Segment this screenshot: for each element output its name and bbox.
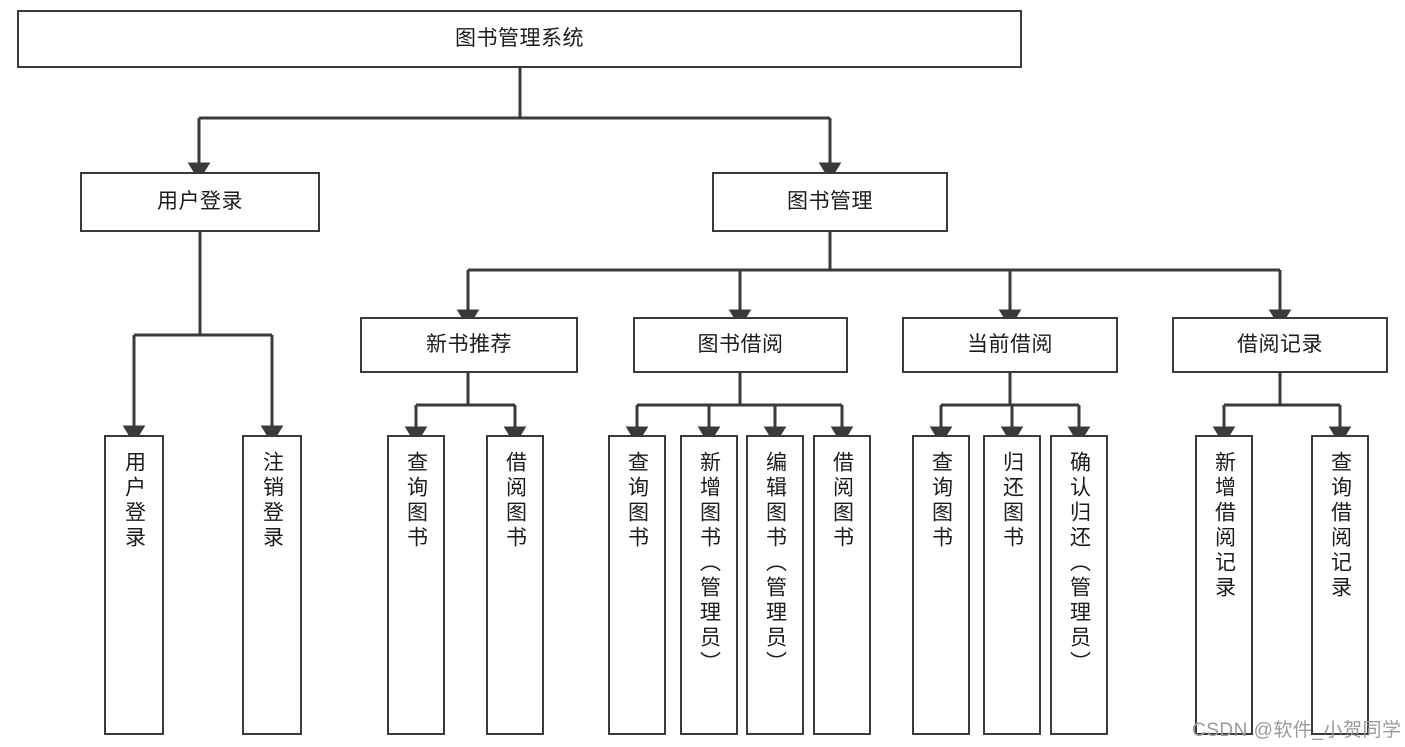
leaf-user-login-login[interactable]: 用户登录 xyxy=(104,435,164,735)
node-new-book-recommendation[interactable]: 新书推荐 xyxy=(360,317,578,373)
node-label: 借阅图书 xyxy=(830,451,854,551)
node-label: 借阅图书 xyxy=(503,451,527,551)
node-label: 用户登录 xyxy=(122,451,146,551)
node-label: 编辑图书（管理员） xyxy=(763,451,787,676)
leaf-book-borrow-edit-book-admin[interactable]: 编辑图书（管理员） xyxy=(746,435,804,735)
leaf-book-borrow-borrow-book[interactable]: 借阅图书 xyxy=(813,435,871,735)
node-book-management[interactable]: 图书管理 xyxy=(712,172,948,232)
node-label: 用户登录 xyxy=(157,189,243,213)
node-label: 注销登录 xyxy=(260,451,284,551)
leaf-book-borrow-add-book-admin[interactable]: 新增图书（管理员） xyxy=(680,435,738,735)
node-label: 新增借阅记录 xyxy=(1212,451,1236,601)
node-borrowing-records[interactable]: 借阅记录 xyxy=(1172,317,1388,373)
node-label: 查询借阅记录 xyxy=(1328,451,1352,601)
node-label: 查询图书 xyxy=(404,451,428,551)
node-label: 当前借阅 xyxy=(967,332,1053,356)
node-book-borrowing[interactable]: 图书借阅 xyxy=(633,317,848,373)
node-label: 借阅记录 xyxy=(1237,332,1323,356)
node-label: 查询图书 xyxy=(625,451,649,551)
leaf-book-borrow-query-book[interactable]: 查询图书 xyxy=(608,435,666,735)
node-label: 归还图书 xyxy=(1000,451,1024,551)
leaf-new-book-borrow-book[interactable]: 借阅图书 xyxy=(486,435,544,735)
node-label: 查询图书 xyxy=(929,451,953,551)
leaf-current-borrow-confirm-return-admin[interactable]: 确认归还（管理员） xyxy=(1050,435,1108,735)
leaf-borrow-record-add-record[interactable]: 新增借阅记录 xyxy=(1195,435,1253,735)
leaf-current-borrow-query-book[interactable]: 查询图书 xyxy=(912,435,970,735)
node-root-book-management-system[interactable]: 图书管理系统 xyxy=(17,10,1022,68)
node-label: 图书管理系统 xyxy=(455,26,584,50)
node-label: 新书推荐 xyxy=(426,332,512,356)
leaf-current-borrow-return-book[interactable]: 归还图书 xyxy=(983,435,1041,735)
node-current-borrowing[interactable]: 当前借阅 xyxy=(902,317,1118,373)
node-label: 图书借阅 xyxy=(697,332,784,356)
node-user-login[interactable]: 用户登录 xyxy=(80,172,320,232)
leaf-user-login-logout[interactable]: 注销登录 xyxy=(242,435,302,735)
leaf-new-book-query-book[interactable]: 查询图书 xyxy=(387,435,445,735)
leaf-borrow-record-query-record[interactable]: 查询借阅记录 xyxy=(1311,435,1369,735)
node-label: 确认归还（管理员） xyxy=(1067,451,1091,676)
csdn-watermark: CSDN @软件_小贺同学 xyxy=(1192,720,1402,741)
node-label: 图书管理 xyxy=(787,189,873,213)
node-label: 新增图书（管理员） xyxy=(697,451,721,676)
